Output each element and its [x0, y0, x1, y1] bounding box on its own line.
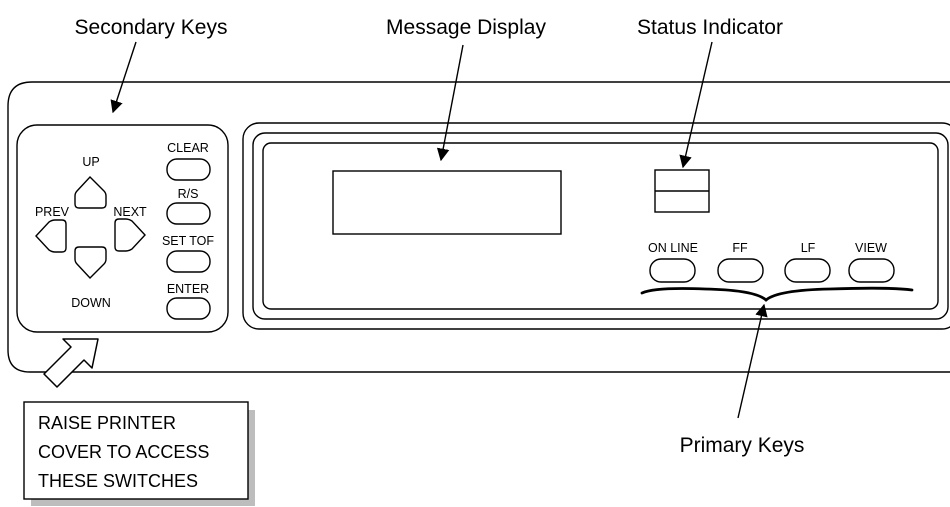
on-line-label: ON LINE — [648, 241, 698, 255]
hollow-pointer-arrow-icon — [43, 338, 99, 388]
panel-housing — [7, 81, 950, 373]
secondary-keys-callout: Secondary Keys — [75, 16, 228, 39]
message-display — [332, 170, 562, 235]
lf-key[interactable] — [784, 258, 831, 283]
ff-label: FF — [732, 241, 748, 255]
clear-label: CLEAR — [167, 141, 209, 155]
set-tof-key[interactable] — [166, 250, 211, 273]
message-display-callout: Message Display — [386, 16, 546, 39]
secondary-keys-area — [16, 124, 229, 333]
ff-key[interactable] — [717, 258, 764, 283]
rs-label: R/S — [178, 187, 199, 201]
primary-panel-inner-frame — [262, 142, 939, 310]
message-display-leader — [436, 44, 464, 162]
primary-keys-callout: Primary Keys — [680, 434, 805, 457]
primary-keys-brace — [640, 286, 914, 302]
enter-key[interactable] — [166, 297, 211, 320]
set-tof-label: SET TOF — [162, 234, 214, 248]
down-arrow-key[interactable] — [74, 246, 107, 280]
status-indicator-callout: Status Indicator — [637, 16, 783, 39]
rs-key[interactable] — [166, 202, 211, 225]
note-line-1: RAISE PRINTER — [38, 413, 176, 433]
lf-label: LF — [801, 241, 816, 255]
status-indicator-leader — [679, 41, 713, 169]
note-box — [23, 401, 249, 500]
note-line-2: COVER TO ACCESS — [38, 442, 209, 462]
on-line-key[interactable] — [649, 258, 696, 283]
down-label: DOWN — [71, 296, 111, 310]
secondary-keys-leader — [110, 41, 137, 114]
up-label: UP — [82, 155, 99, 169]
view-key[interactable] — [848, 258, 895, 283]
primary-keys-leader — [737, 303, 768, 419]
next-arrow-key[interactable] — [114, 218, 146, 252]
up-arrow-key[interactable] — [74, 175, 107, 209]
clear-key[interactable] — [166, 158, 211, 181]
enter-label: ENTER — [167, 282, 209, 296]
note-line-3: THESE SWITCHES — [38, 471, 198, 491]
prev-arrow-key[interactable] — [35, 219, 67, 253]
next-label: NEXT — [113, 205, 147, 219]
primary-panel-outer-frame — [242, 122, 950, 330]
prev-label: PREV — [35, 205, 70, 219]
primary-panel-middle-frame — [252, 132, 949, 320]
view-label: VIEW — [855, 241, 887, 255]
